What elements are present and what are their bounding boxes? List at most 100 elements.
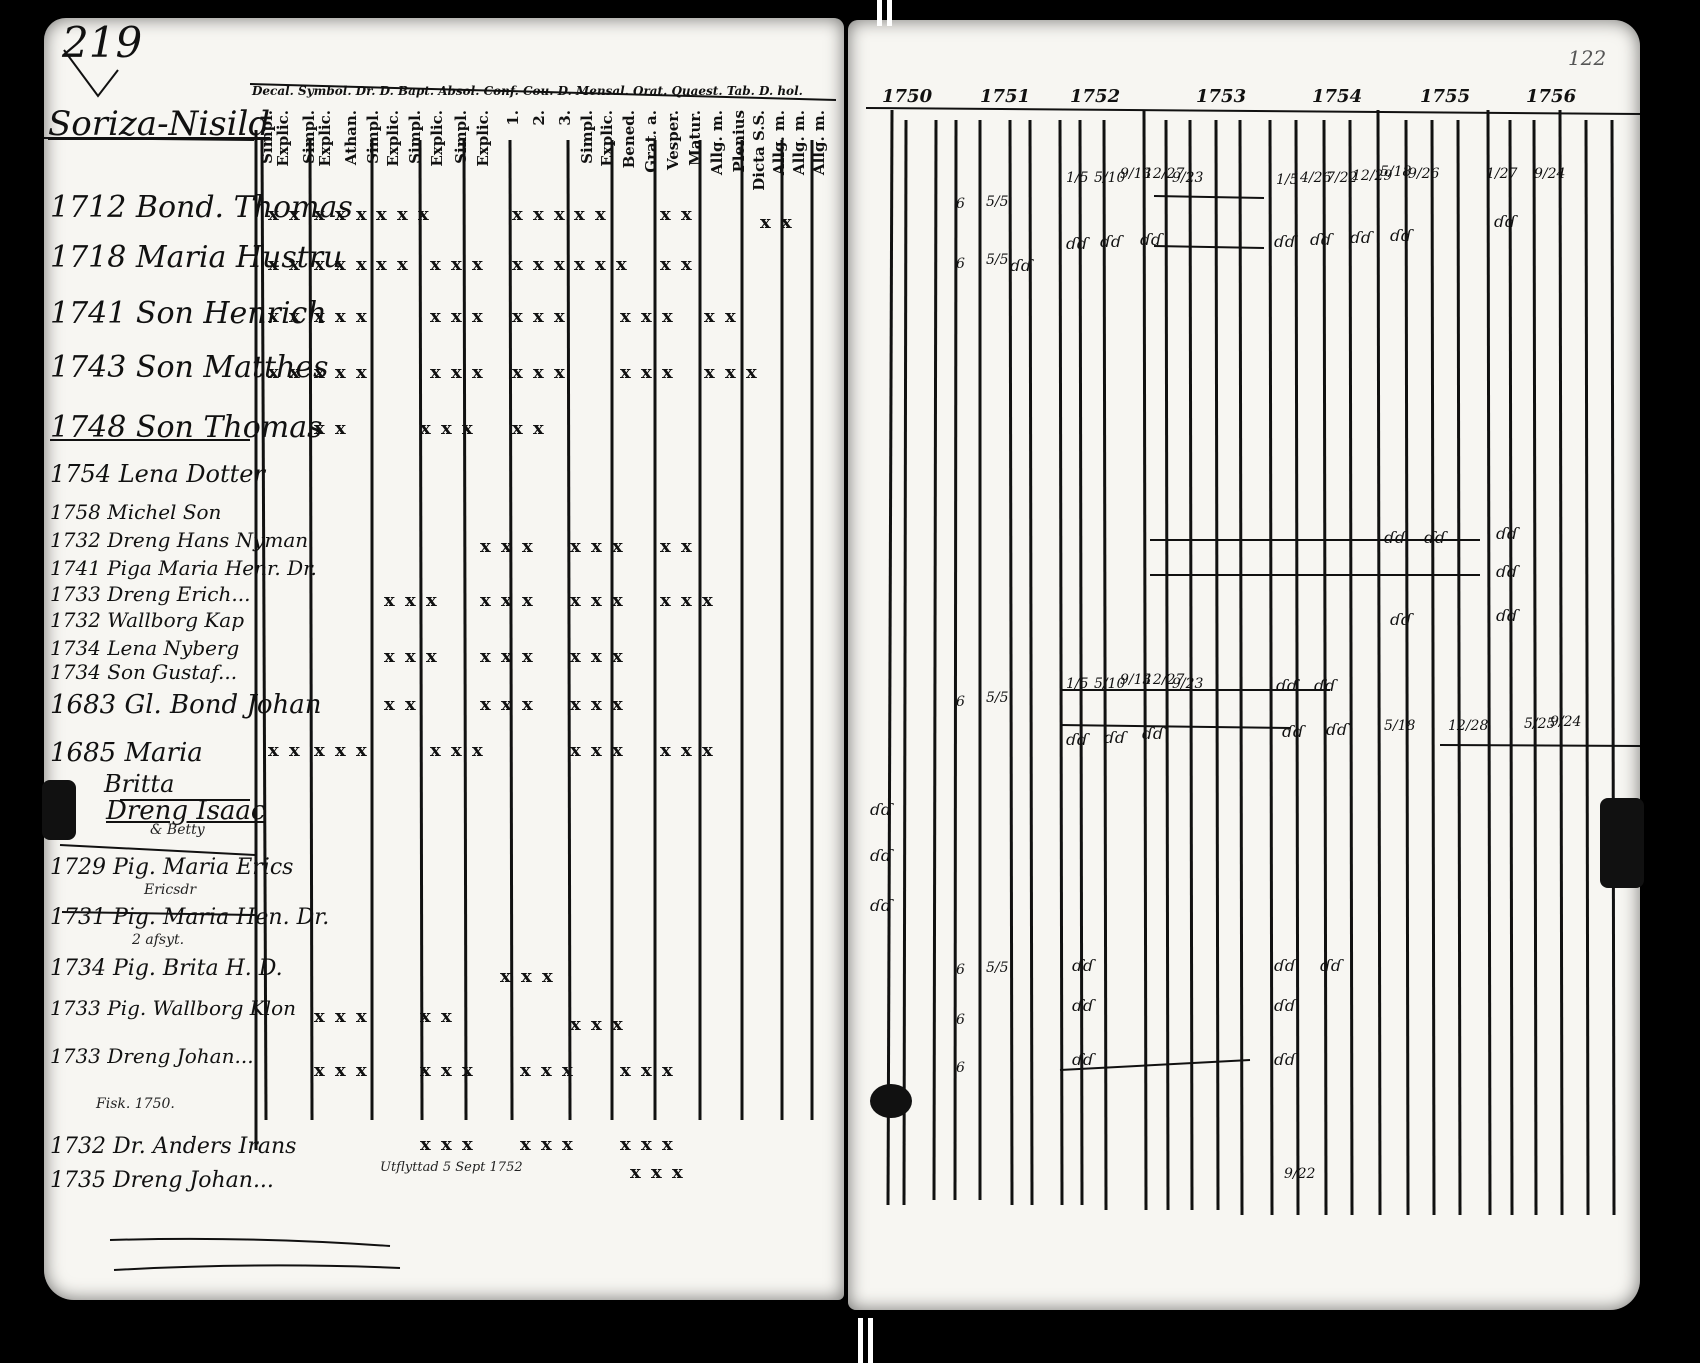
tick-mark: x x — [314, 418, 348, 439]
person-row: 1733 Dreng Johan... — [50, 1044, 254, 1068]
tick-mark: x x x — [620, 362, 675, 383]
attendance-mark: ɗɗ — [1326, 720, 1348, 739]
date-fraction: 5/5 — [986, 194, 1009, 210]
birth-year: 1734 — [50, 660, 101, 684]
attendance-mark: ɗɗ — [1496, 562, 1518, 581]
tick-mark: x x x — [430, 740, 485, 761]
column-header-row: Decal. Symbol. Dr. D. Bapt. Absol. Conf.… — [252, 84, 803, 98]
date-fraction: 1/5 — [1276, 172, 1299, 188]
person-row: 1732 Wallborg Kap — [50, 608, 244, 632]
column-header: Dicta S.S. — [750, 110, 768, 191]
person-name: Lena Nyberg — [107, 636, 240, 660]
tick-mark: x x x — [430, 306, 485, 327]
margin-note: Utflyttad 5 Sept 1752 — [380, 1160, 523, 1175]
tick-mark: x x x — [512, 254, 567, 275]
date-fraction: 9/22 — [1284, 1166, 1316, 1182]
date-fraction: 9/13 — [1120, 166, 1152, 182]
tick-mark: x x x — [420, 1134, 475, 1155]
birth-year: 1754 — [50, 460, 112, 488]
person-row: 1733 Pig. Wallborg Klon — [50, 996, 296, 1020]
tick-mark: x x — [574, 204, 608, 225]
tick-mark: x x x — [314, 1060, 369, 1081]
tick-mark: x x x — [480, 694, 535, 715]
person-name: Dreng Isaac — [106, 796, 266, 826]
birth-year: 1748 — [50, 410, 127, 445]
date-fraction: 12/27 — [1144, 672, 1185, 688]
date-fraction: 9/13 — [1120, 672, 1152, 688]
left-page — [44, 18, 844, 1300]
tick-mark: x x x — [314, 204, 369, 225]
tick-mark: x x x — [420, 1060, 475, 1081]
attendance-mark: ɗɗ — [1072, 1050, 1094, 1069]
person-row: 1683 Gl. Bond Johan — [50, 690, 322, 720]
tick-mark: x x — [268, 306, 302, 327]
column-header: Matur. — [686, 110, 704, 166]
person-name: Son Matthes — [135, 350, 329, 385]
column-header: Simpl. — [364, 110, 382, 164]
attendance-mark: ɗɗ — [1494, 212, 1516, 231]
tick-mark: x x x — [314, 740, 369, 761]
person-name: Dreng Erich... — [107, 582, 251, 606]
person-row: 1734 Pig. Brita H. D. — [50, 956, 283, 981]
column-header: 2. — [530, 110, 548, 126]
person-row: 1741 Son Henrich — [50, 296, 327, 331]
tick-mark: x x — [704, 306, 738, 327]
attendance-mark: ɗɗ — [1496, 524, 1518, 543]
person-name: Pig. Maria Erics — [113, 855, 294, 880]
person-row: 1735 Dreng Johan... — [50, 1168, 274, 1193]
birth-year: 1718 — [50, 240, 127, 275]
person-name: Son Gustaf... — [107, 660, 238, 684]
attendance-mark: ɗɗ — [1274, 956, 1296, 975]
attendance-mark: ɗɗ — [1072, 956, 1094, 975]
column-header: 1. — [504, 110, 522, 126]
person-name: Dr. Anders Irans — [113, 1134, 297, 1159]
tick-mark: x x x — [660, 740, 715, 761]
tick-mark: x x x — [376, 204, 431, 225]
person-name: Britta — [104, 770, 175, 798]
column-header: Plenius — [730, 110, 748, 173]
person-name: Michel Son — [107, 500, 222, 524]
tick-mark: x x — [384, 694, 418, 715]
birth-year: 1685 — [50, 738, 117, 768]
column-header: Simpl. — [578, 110, 596, 164]
column-header: Allg. m. — [770, 110, 788, 176]
birth-year: 1734 — [50, 956, 106, 981]
attendance-mark: ɗɗ — [870, 846, 892, 865]
birth-year: 1683 — [50, 690, 117, 720]
attendance-mark: ɗɗ — [1142, 724, 1164, 743]
tick-mark: x x x — [430, 362, 485, 383]
attendance-mark: ɗɗ — [870, 896, 892, 915]
tick-mark: x x — [760, 212, 794, 233]
birth-year: 1735 — [50, 1168, 106, 1193]
attendance-mark: ɗɗ — [1066, 234, 1088, 253]
column-header: Vesper. — [664, 110, 682, 171]
attendance-mark: ɗɗ — [1274, 1050, 1296, 1069]
page-edge-shadow — [1600, 798, 1644, 888]
date-fraction: 1/27 — [1486, 166, 1518, 182]
page-edge-shadow — [42, 780, 76, 840]
birth-year: 1734 — [50, 636, 101, 660]
tick-mark: x x x — [630, 1162, 685, 1183]
date-fraction: 7/22 — [1326, 170, 1358, 186]
person-name: Gl. Bond Johan — [124, 690, 322, 720]
date-fraction: 12/27 — [1144, 166, 1185, 182]
birth-year: 1733 — [50, 1044, 101, 1068]
tick-mark: x x — [268, 362, 302, 383]
ink-blot — [870, 1084, 912, 1118]
date-fraction: 5/10 — [1094, 676, 1126, 692]
tick-mark: x x — [660, 254, 694, 275]
column-header: Explic. — [598, 110, 616, 167]
birth-year: 1732 — [50, 1134, 106, 1159]
date-fraction: 6 — [956, 256, 965, 272]
folio-number-right: 122 — [1568, 46, 1607, 70]
person-row: Britta — [104, 770, 174, 798]
birth-year: 1741 — [50, 556, 101, 580]
column-header: Explic. — [274, 110, 292, 167]
tick-mark: x x x — [570, 536, 625, 557]
attendance-mark: ɗɗ — [1350, 228, 1372, 247]
birth-year: 1741 — [50, 296, 127, 331]
attendance-mark: ɗɗ — [1140, 230, 1162, 249]
tick-mark: x x x — [314, 362, 369, 383]
